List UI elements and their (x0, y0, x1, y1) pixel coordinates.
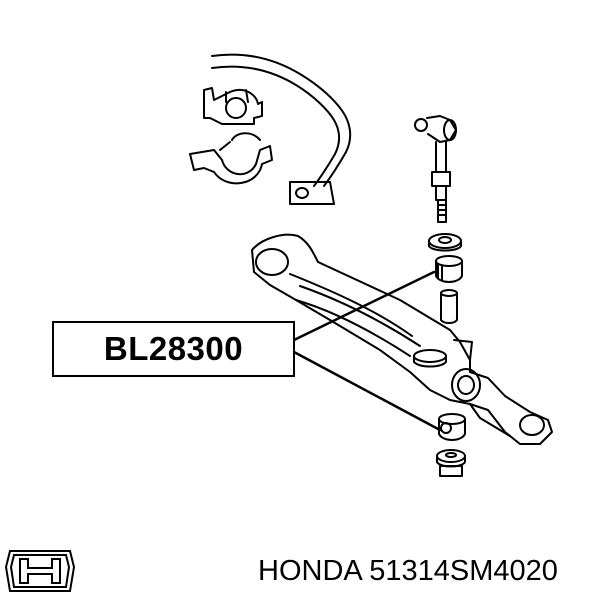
bushing-upper (435, 255, 463, 283)
brand-part-number: HONDA 51314SM4020 (258, 551, 598, 591)
stabilizer-bushing (203, 87, 263, 125)
sleeve (440, 289, 458, 324)
washer-upper (428, 233, 462, 252)
part-label: BL28300 (103, 330, 244, 367)
brand-name: HONDA (258, 555, 362, 587)
stabilizer-bracket (189, 132, 273, 185)
lower-control-arm (251, 233, 553, 445)
part-number: 51314SM4020 (369, 555, 558, 587)
stabilizer-bar (211, 53, 352, 205)
washer-lower (436, 449, 466, 468)
stabilizer-link (414, 115, 457, 223)
part-label-box: BL28300 (52, 321, 295, 377)
bushing-lower (438, 413, 466, 441)
honda-logo-icon (4, 550, 76, 592)
leader-lines (292, 270, 442, 432)
nut (439, 465, 463, 477)
